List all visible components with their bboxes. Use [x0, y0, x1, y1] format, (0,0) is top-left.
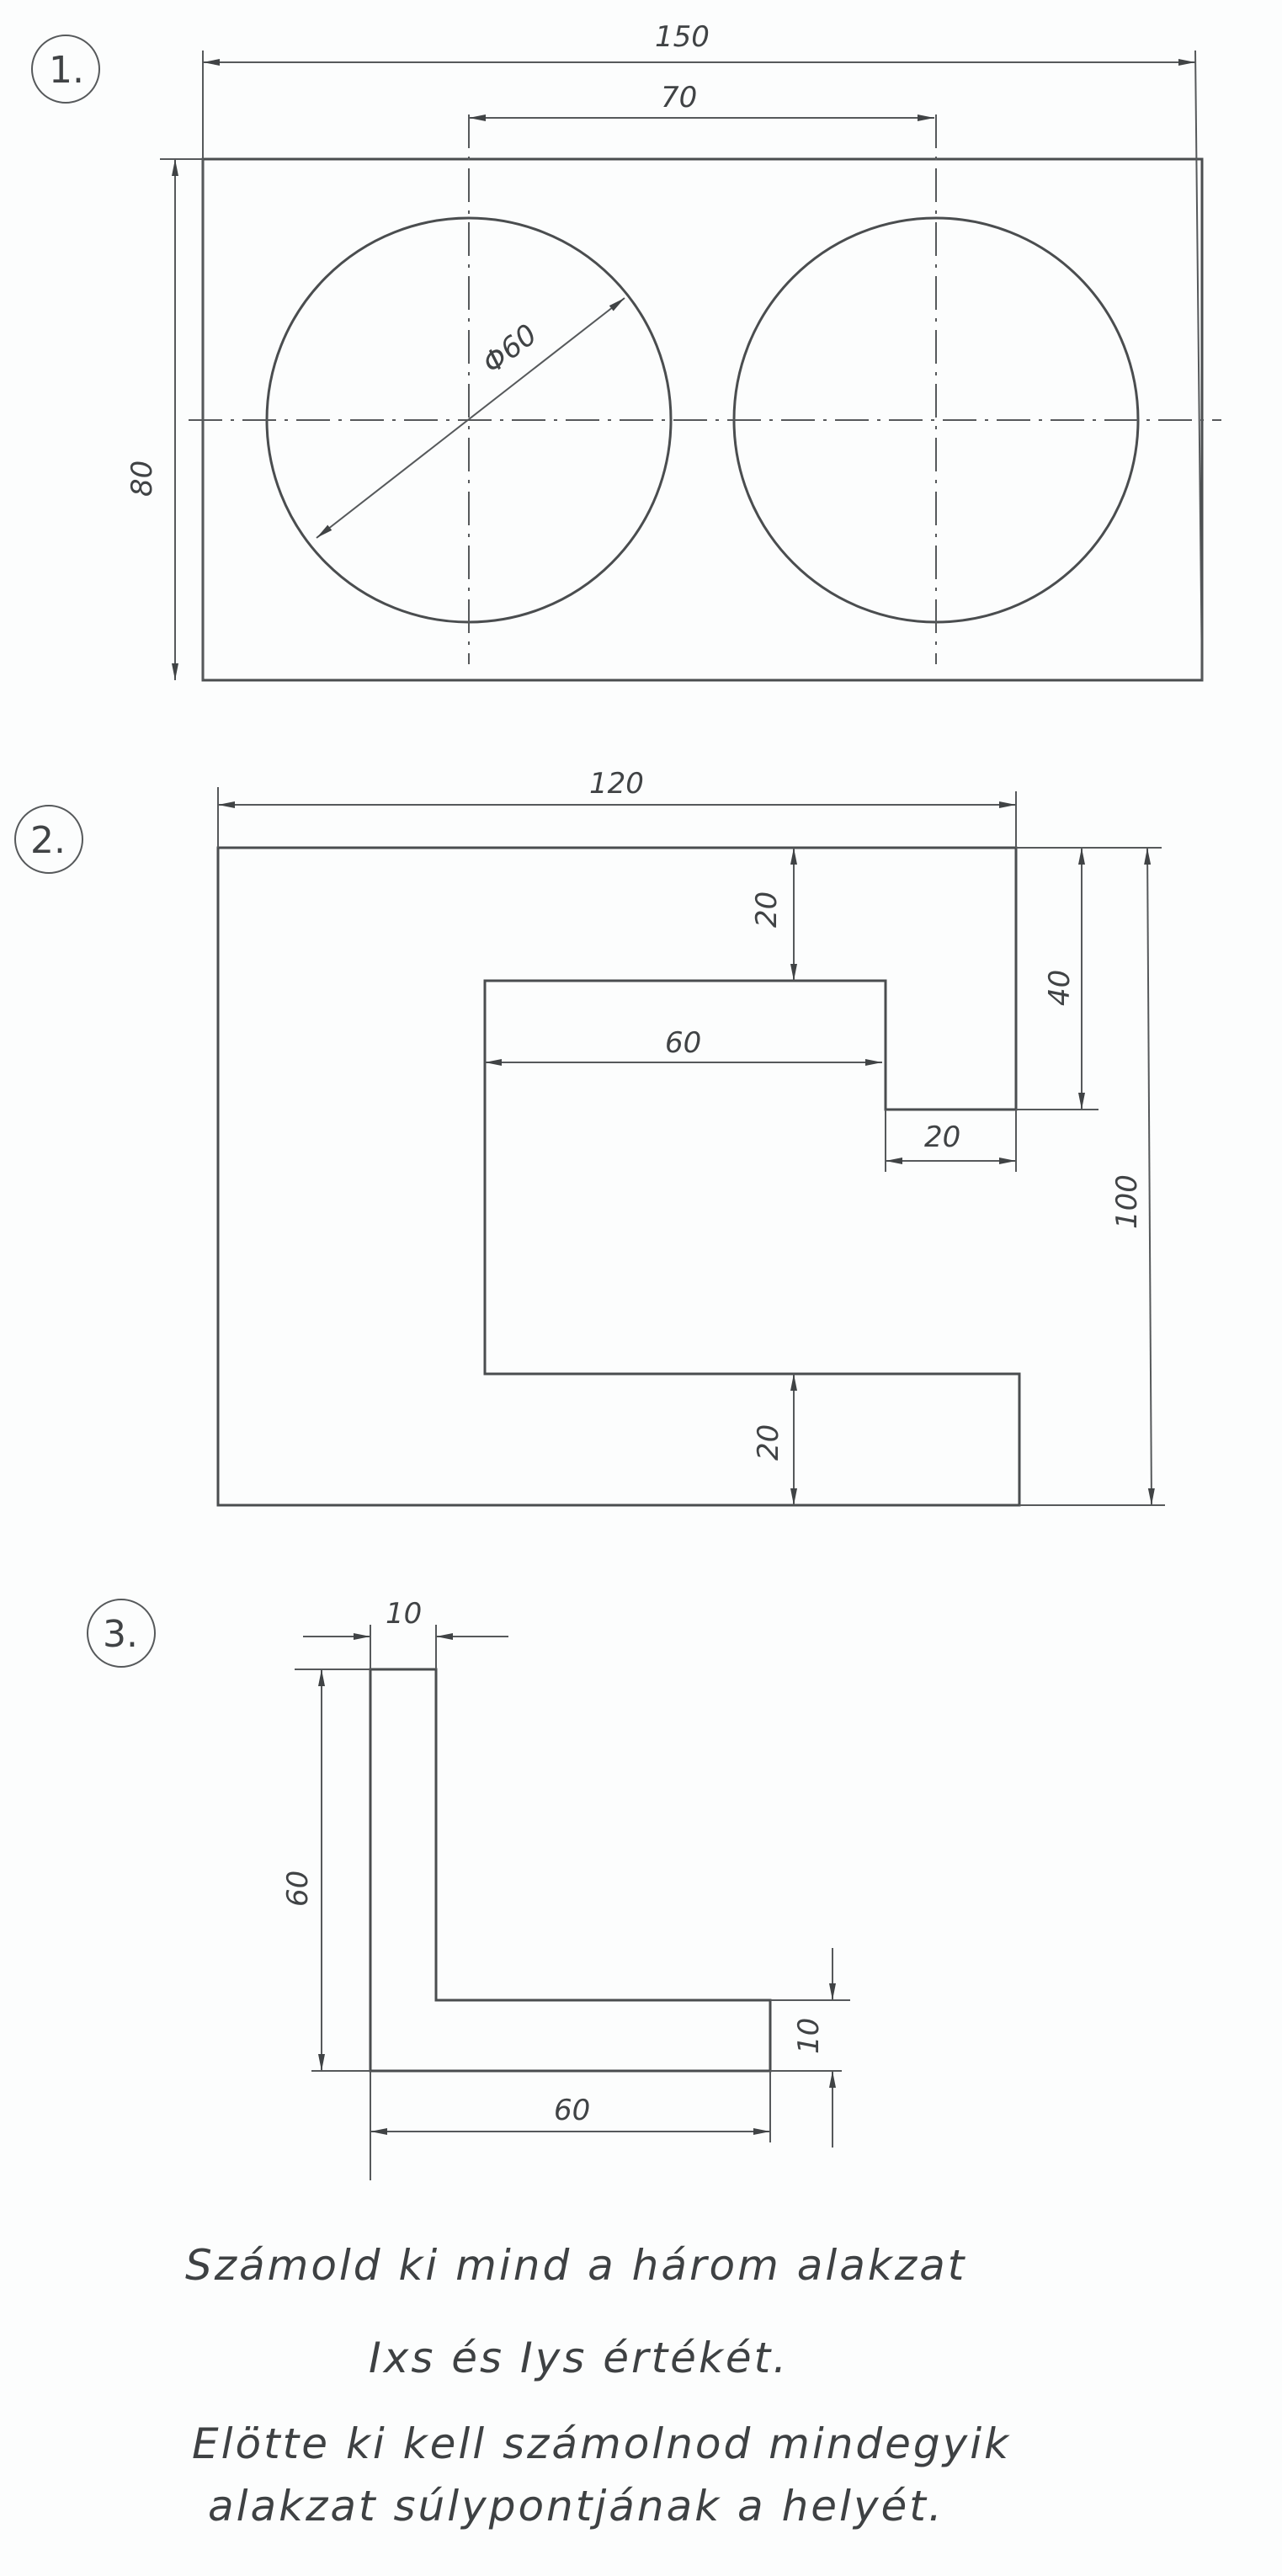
figure-2: 2. 120 20 40 100 60 20 20 [14, 767, 1165, 1507]
dimension-text-100: 100 [1110, 1174, 1144, 1229]
figure-number-circle [87, 1599, 156, 1668]
figure-2-label: 2. [30, 819, 66, 862]
figure-1: 1. 150 70 80 Φ60 [31, 20, 1221, 682]
dimension-text-10-right: 10 [792, 2018, 826, 2054]
dimension-diameter [316, 297, 625, 539]
dimension-text-60-vertical: 60 [281, 1871, 315, 1907]
dimension-text-80: 80 [125, 460, 159, 497]
l-shape-outline [369, 1668, 772, 2073]
instructions: Számold ki mind a három alakzat Ixs és I… [185, 2241, 1011, 2531]
c-shape-outline [216, 846, 1021, 1507]
dimension-text-diameter: Φ60 [476, 317, 544, 381]
dimension-text-70: 70 [661, 81, 697, 114]
dimension-text-150: 150 [655, 20, 710, 54]
dimension-text-20-notch: 20 [924, 1120, 960, 1154]
extension-line [1194, 50, 1203, 681]
figure-1-label: 1. [49, 49, 84, 92]
dimension-text-10-top: 10 [386, 1597, 422, 1631]
dimension-100 [1144, 847, 1155, 1506]
figure-3: 3. 10 60 10 60 [87, 1597, 850, 2180]
dimension-text-20-top: 20 [750, 891, 784, 928]
figure-number-circle [14, 805, 83, 874]
instruction-line-4: alakzat súlypontjának a helyét. [208, 2482, 944, 2531]
figure-3-label: 3. [103, 1613, 138, 1656]
dimension-text-60: 60 [665, 1026, 701, 1060]
dimension-text-40: 40 [1043, 970, 1077, 1006]
dimension-text-120: 120 [589, 767, 644, 801]
instruction-line-2: Ixs és Iys értékét. [369, 2334, 789, 2382]
dimension-text-20-bottom: 20 [752, 1424, 785, 1461]
dimension-text-60-bottom: 60 [554, 2094, 590, 2127]
instruction-line-1: Számold ki mind a három alakzat [185, 2241, 966, 2290]
instruction-line-3: Elötte ki kell számolnod mindegyik [192, 2419, 1011, 2468]
figure-number-circle [31, 35, 100, 104]
